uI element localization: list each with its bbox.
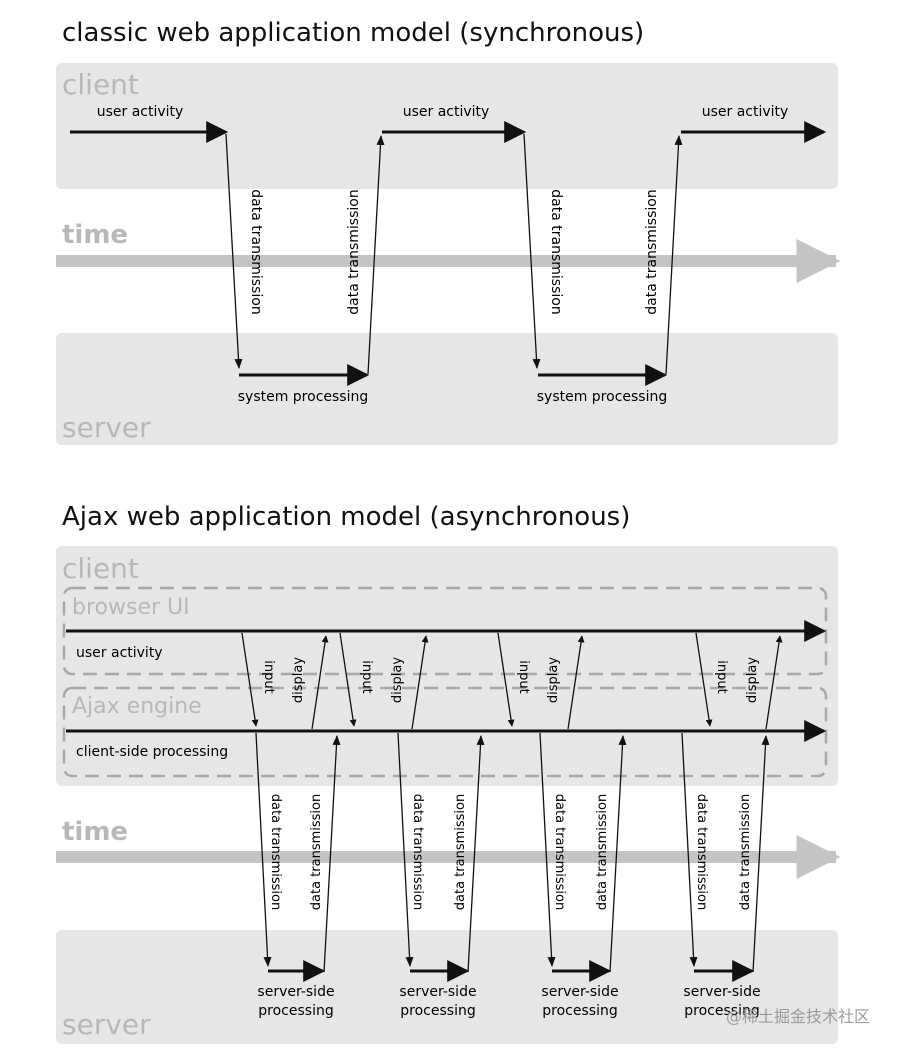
ajax-server-side-label: processing: [542, 1003, 617, 1019]
ajax-display-label: display: [546, 657, 561, 703]
ajax-client-panel: [56, 546, 838, 786]
ajax-data-transmission-arrow: [681, 732, 698, 967]
ajax-data-transmission-label: data transmission: [410, 794, 425, 910]
ajax-data-transmission-label: data transmission: [738, 794, 753, 910]
ajax-engine-label: Ajax engine: [72, 694, 202, 719]
ajax-data-transmission-arrow: [323, 735, 341, 973]
ajax-server-side-label: server-side: [399, 984, 476, 1000]
ajax-data-transmission-arrow: [397, 732, 414, 967]
ajax-input-arrow: [339, 632, 357, 727]
ajax-display-label: display: [390, 657, 405, 703]
classic-server-label: server: [62, 411, 151, 444]
classic-data-transmission-label: data transmission: [248, 189, 264, 314]
ajax-data-transmission-arrow: [752, 735, 770, 973]
ajax-display-arrow: [311, 635, 329, 730]
ajax-data-transmission-label: data transmission: [552, 794, 567, 910]
classic-data-transmission-label: data transmission: [548, 189, 564, 314]
classic-client-label: client: [62, 68, 139, 101]
ajax-data-transmission-arrow: [539, 732, 556, 967]
ajax-data-transmission-arrow: [609, 735, 627, 973]
ajax-display-arrow: [411, 635, 429, 730]
ajax-input-label: input: [359, 660, 374, 693]
classic-model-title: classic web application model (synchrono…: [62, 18, 645, 48]
classic-data-transmission-arrow: [523, 133, 541, 369]
ajax-server-side-label: processing: [258, 1003, 333, 1019]
classic-system-processing-label: system processing: [537, 389, 668, 405]
ajax-display-label: display: [291, 657, 306, 703]
ajax-server-side-label: server-side: [683, 984, 760, 1000]
ajax-server-side-label: processing: [684, 1003, 759, 1019]
classic-server-panel: [56, 333, 838, 445]
ajax-model-title: Ajax web application model (asynchronous…: [62, 502, 631, 532]
browser-ui-label: browser UI: [72, 595, 190, 620]
ajax-display-arrow: [567, 635, 585, 730]
classic-system-processing-label: system processing: [238, 389, 369, 405]
ajax-client-side-processing-label: client-side processing: [76, 744, 228, 760]
ajax-data-transmission-label: data transmission: [694, 794, 709, 910]
ajax-data-transmission-arrow: [255, 732, 272, 967]
ajax-data-transmission-label: data transmission: [268, 794, 283, 910]
ajax-display-label: display: [745, 657, 760, 703]
ajax-engine-label-bg: [68, 690, 208, 718]
ajax-input-label: input: [261, 660, 276, 693]
classic-data-transmission-arrow: [367, 135, 385, 375]
ajax-server-side-label: server-side: [541, 984, 618, 1000]
ajax-server-side-label: processing: [400, 1003, 475, 1019]
ajax-input-arrow: [497, 632, 515, 727]
classic-user-activity-label: user activity: [97, 104, 184, 120]
classic-client-panel: [56, 63, 838, 189]
ajax-display-arrow: [765, 635, 783, 730]
classic-data-transmission-arrow: [225, 133, 243, 369]
classic-data-transmission-arrow: [665, 135, 683, 375]
watermark-text: @稀土掘金技术社区: [725, 1007, 870, 1026]
ajax-time-label: time: [62, 817, 128, 847]
ajax-user-activity-label: user activity: [76, 645, 163, 661]
classic-user-activity-label: user activity: [403, 104, 490, 120]
ajax-data-transmission-label: data transmission: [453, 794, 468, 910]
ajax-data-transmission-arrow: [467, 735, 485, 973]
classic-data-transmission-label: data transmission: [644, 189, 660, 314]
ajax-input-arrow: [695, 632, 713, 727]
ajax-client-label: client: [62, 552, 139, 585]
classic-user-activity-label: user activity: [702, 104, 789, 120]
ajax-input-arrow: [241, 632, 259, 727]
ajax-data-transmission-label: data transmission: [309, 794, 324, 910]
ajax-input-label: input: [714, 660, 729, 693]
classic-time-label: time: [62, 220, 128, 250]
ajax-data-transmission-label: data transmission: [595, 794, 610, 910]
browser-ui-label-bg: [68, 590, 202, 618]
ajax-server-panel: [56, 930, 838, 1044]
classic-data-transmission-label: data transmission: [346, 189, 362, 314]
ajax-server-side-label: server-side: [257, 984, 334, 1000]
ajax-input-label: input: [516, 660, 531, 693]
ajax-server-label: server: [62, 1008, 151, 1041]
